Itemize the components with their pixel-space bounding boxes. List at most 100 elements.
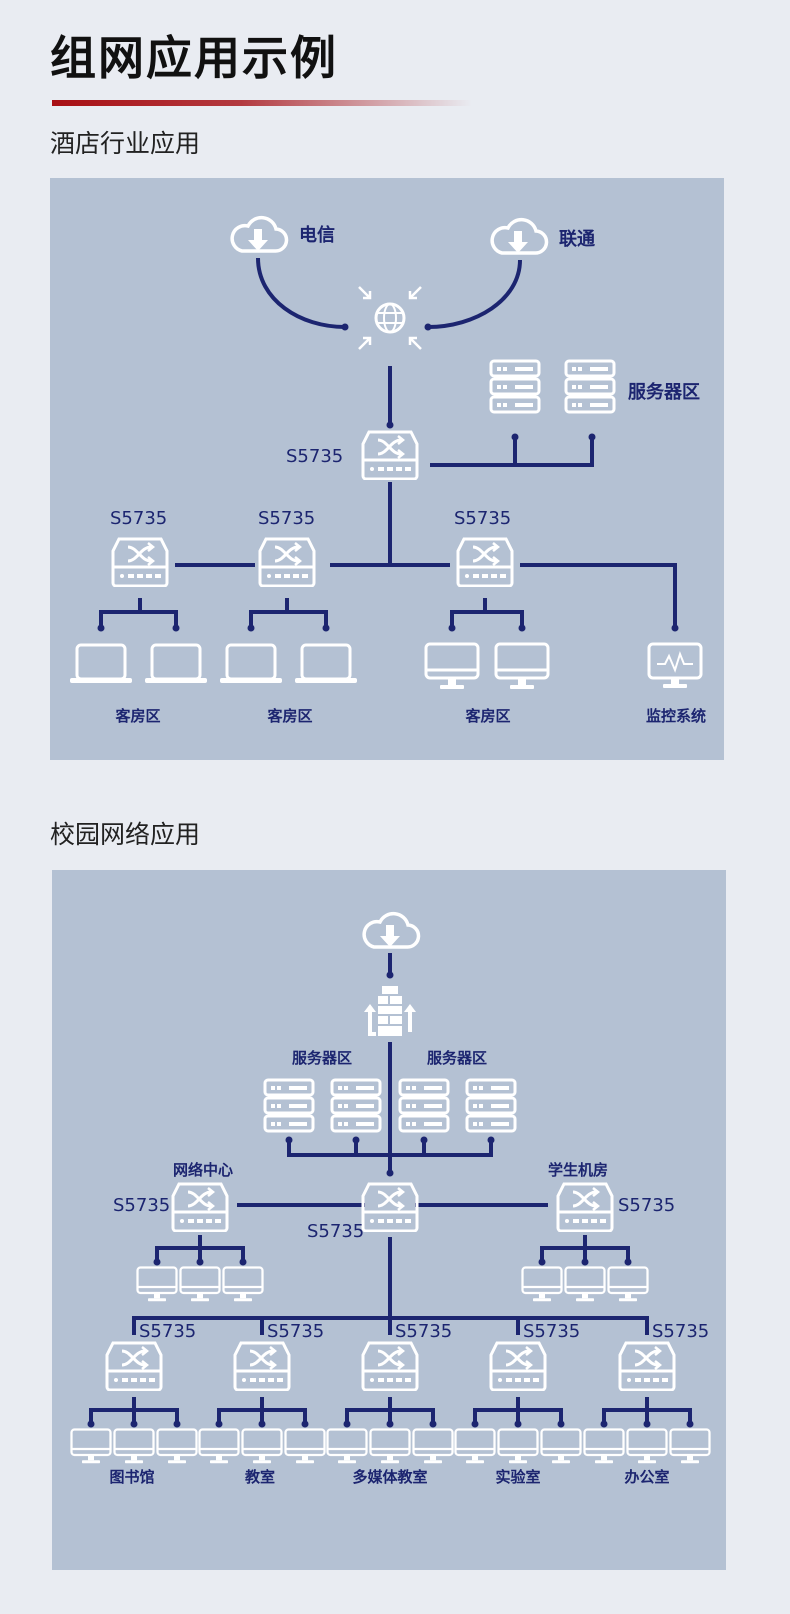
zone-label: 办公室 xyxy=(624,1468,669,1486)
server-zone-label: 服务器区 xyxy=(427,1049,487,1067)
access-switch-model: S5735 xyxy=(110,508,167,529)
connection-dot xyxy=(600,1420,608,1428)
connection-dot xyxy=(87,1420,95,1428)
connection-dot xyxy=(643,1420,651,1428)
desktop-icon xyxy=(564,1266,606,1302)
hotel-heading: 酒店行业应用 xyxy=(50,129,201,158)
connection-dot xyxy=(538,1258,546,1266)
desktop-icon xyxy=(179,1266,221,1302)
internet-globe-icon xyxy=(357,285,423,351)
cloud-icon xyxy=(230,215,289,253)
desktop-icon xyxy=(454,1428,496,1464)
server-icon xyxy=(330,1078,382,1133)
connection-dot xyxy=(511,433,519,441)
zone-label: 客房区 xyxy=(114,707,160,725)
connection-dot xyxy=(471,1420,479,1428)
connection-dot xyxy=(130,1420,138,1428)
connection-dot xyxy=(386,1420,394,1428)
zone-label: 图书馆 xyxy=(109,1468,154,1486)
connection-line xyxy=(256,257,346,329)
connection-dot xyxy=(624,1258,632,1266)
desktop-icon xyxy=(284,1428,326,1464)
network-center-label: 网络中心 xyxy=(173,1161,233,1179)
access-switch-model: S5735 xyxy=(139,1321,196,1342)
connection-dots xyxy=(87,323,694,1428)
connection-dot xyxy=(588,433,596,441)
connection-dot xyxy=(301,1420,309,1428)
desktop-icon xyxy=(241,1428,283,1464)
connection-dot xyxy=(343,1420,351,1428)
switch-icon xyxy=(618,1341,676,1391)
server-icon xyxy=(263,1078,315,1133)
connection-dot xyxy=(97,624,105,632)
isp-telecom-label: 电信 xyxy=(299,224,335,246)
connection-line xyxy=(450,598,524,628)
connection-line xyxy=(89,1397,179,1424)
switch-icon xyxy=(105,1341,163,1391)
page-title: 组网应用示例 xyxy=(50,31,338,85)
switch-model: S5735 xyxy=(113,1195,170,1216)
connection-line xyxy=(217,1397,307,1424)
access-switch-model: S5735 xyxy=(652,1321,709,1342)
zone-label: 实验室 xyxy=(495,1468,540,1486)
cloud-icon xyxy=(490,217,549,255)
connection-dot xyxy=(172,624,180,632)
switch-icon xyxy=(361,1182,419,1232)
access-switch-model: S5735 xyxy=(395,1321,452,1342)
zone-label: 客房区 xyxy=(266,707,312,725)
desktop-icon xyxy=(156,1428,198,1464)
connection-line xyxy=(99,598,178,628)
connection-dot xyxy=(557,1420,565,1428)
desktop-icon xyxy=(669,1428,711,1464)
switch-icon xyxy=(361,1341,419,1391)
desktop-icon xyxy=(583,1428,625,1464)
desktop-icon xyxy=(113,1428,155,1464)
connection-line xyxy=(520,563,677,628)
connection-dot xyxy=(239,1258,247,1266)
connection-dot xyxy=(258,1420,266,1428)
switch-icon xyxy=(456,537,514,587)
server-icon xyxy=(564,359,616,414)
desktop-icon xyxy=(136,1266,178,1302)
connection-dot xyxy=(686,1420,694,1428)
zone-label: 客房区 xyxy=(464,707,510,725)
connection-dot xyxy=(173,1420,181,1428)
connection-line xyxy=(473,1397,563,1424)
server-zone-label: 服务器区 xyxy=(292,1049,352,1067)
desktop-icon xyxy=(497,1428,539,1464)
connection-dot xyxy=(386,421,394,429)
zone-label: 监控系统 xyxy=(646,707,706,725)
connection-dot xyxy=(215,1420,223,1428)
connection-dot xyxy=(285,1136,293,1144)
desktop-icon xyxy=(222,1266,264,1302)
connection-dot xyxy=(487,1136,495,1144)
cloud-icon xyxy=(362,911,421,949)
desktop-icon xyxy=(424,642,480,690)
switch-icon xyxy=(233,1341,291,1391)
connection-line xyxy=(249,598,328,628)
zone-label: 多媒体教室 xyxy=(352,1468,427,1486)
connection-dot xyxy=(247,624,255,632)
connection-dot xyxy=(424,323,432,331)
connection-line xyxy=(540,1235,630,1262)
switch-icon xyxy=(111,537,169,587)
server-icon xyxy=(465,1078,517,1133)
desktop-icon xyxy=(626,1428,668,1464)
student-lab-label: 学生机房 xyxy=(548,1161,608,1179)
connection-dot xyxy=(429,1420,437,1428)
desktop-icon xyxy=(412,1428,454,1464)
server-icon xyxy=(398,1078,450,1133)
desktop-icon xyxy=(326,1428,368,1464)
access-switch-model: S5735 xyxy=(258,508,315,529)
access-switch-model: S5735 xyxy=(454,508,511,529)
server-icon xyxy=(489,359,541,414)
connection-dot xyxy=(518,624,526,632)
access-switch-model: S5735 xyxy=(267,1321,324,1342)
monitoring-screen-icon xyxy=(647,642,703,690)
desktop-icon xyxy=(521,1266,563,1302)
desktop-icon xyxy=(198,1428,240,1464)
connection-line xyxy=(430,437,594,467)
connection-dot xyxy=(196,1258,204,1266)
connection-line xyxy=(345,1397,435,1424)
